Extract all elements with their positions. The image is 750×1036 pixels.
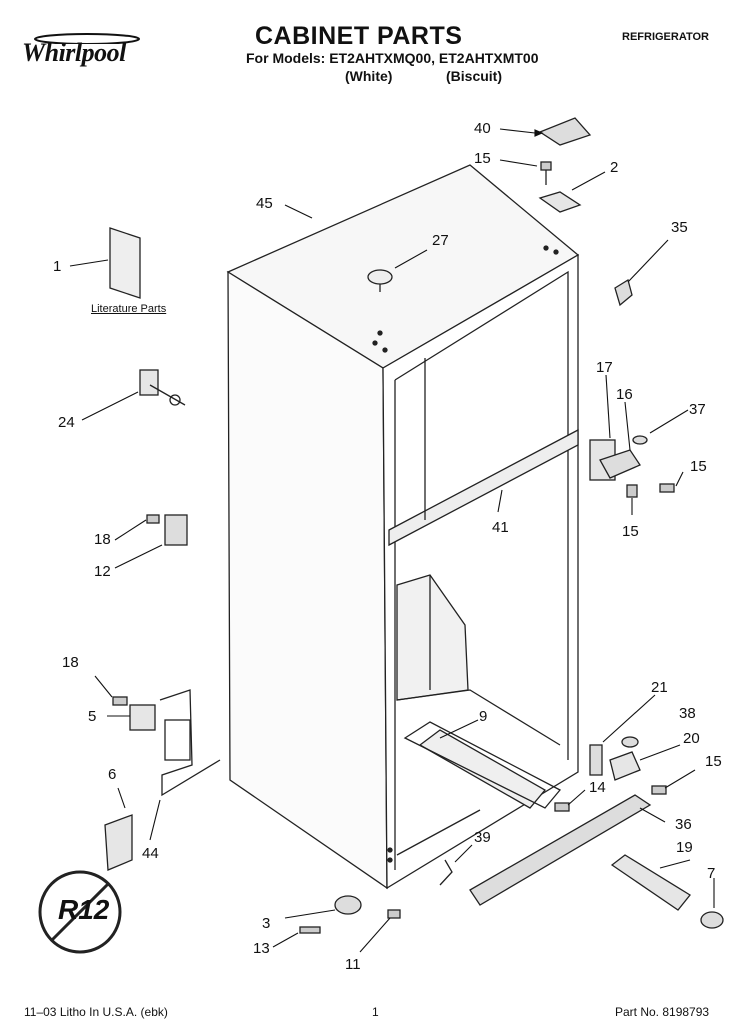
part-15-screw-lower bbox=[626, 484, 638, 498]
variant-biscuit: (Biscuit) bbox=[446, 68, 502, 84]
callout-5: 5 bbox=[88, 708, 97, 725]
callout-1: 1 bbox=[53, 258, 62, 275]
part-7-leveling-leg bbox=[700, 911, 724, 929]
callout-45: 45 bbox=[256, 195, 273, 212]
part-36-toe-grille bbox=[469, 794, 652, 906]
callout-19: 19 bbox=[676, 839, 693, 856]
callout-12: 12 bbox=[94, 563, 111, 580]
part-27-plug bbox=[367, 269, 393, 292]
part-39-clip bbox=[439, 859, 453, 886]
footer-page-number: 1 bbox=[372, 1005, 379, 1019]
brand-logo: Whirlpool bbox=[22, 38, 126, 67]
part-15-screw-bottom bbox=[651, 785, 667, 795]
r12-prohibition-badge-icon bbox=[38, 870, 122, 954]
callout-18: 18 bbox=[94, 531, 111, 548]
footer-part-number: Part No. 8198793 bbox=[615, 1005, 710, 1019]
callout-16: 16 bbox=[616, 386, 633, 403]
callout-21: 21 bbox=[651, 679, 668, 696]
callout-leaders bbox=[69, 128, 715, 953]
r12-badge-text: R12 bbox=[58, 894, 110, 925]
callout-13: 13 bbox=[253, 940, 270, 957]
callout-44: 44 bbox=[142, 845, 159, 862]
callout-14: 14 bbox=[589, 779, 606, 796]
page-title: CABINET PARTS bbox=[255, 22, 463, 50]
part-24-hinge-pin bbox=[139, 369, 186, 406]
part-3-roller-bracket bbox=[334, 895, 362, 915]
callout-9: 9 bbox=[479, 708, 488, 725]
callout-15: 15 bbox=[474, 150, 491, 167]
literature-parts-label: Literature Parts bbox=[91, 303, 167, 315]
callout-3: 3 bbox=[262, 915, 271, 932]
part-21-bracket bbox=[589, 744, 603, 776]
callout-6: 6 bbox=[108, 766, 117, 783]
callout-36: 36 bbox=[675, 816, 692, 833]
cabinet-shell bbox=[226, 164, 580, 890]
models-subtitle: For Models: ET2AHTXMQ00, ET2AHTXMT00 bbox=[246, 50, 539, 66]
callout-17: 17 bbox=[596, 359, 613, 376]
part-44-bracket bbox=[159, 689, 221, 797]
part-15-screw-top bbox=[540, 161, 552, 185]
part-2-bracket bbox=[538, 191, 582, 213]
category-label: REFRIGERATOR bbox=[622, 31, 709, 43]
part-20-hinge bbox=[609, 751, 641, 781]
callout-24: 24 bbox=[58, 414, 75, 431]
part-37-washer bbox=[632, 435, 648, 445]
part-14-screw bbox=[554, 802, 570, 812]
callout-37: 37 bbox=[689, 401, 706, 418]
part-5-hinge bbox=[129, 704, 156, 731]
callout-15: 15 bbox=[622, 523, 639, 540]
callout-7: 7 bbox=[707, 865, 716, 882]
part-13-pin bbox=[299, 926, 321, 934]
part-19-roller bbox=[610, 854, 691, 911]
callout-39: 39 bbox=[474, 829, 491, 846]
callout-2: 2 bbox=[610, 159, 619, 176]
callout-15: 15 bbox=[690, 458, 707, 475]
callout-41: 41 bbox=[492, 519, 509, 536]
footer-litho: 11–03 Litho In U.S.A. (ebk) bbox=[24, 1005, 168, 1019]
logo-swoosh-icon bbox=[34, 33, 140, 44]
variant-white: (White) bbox=[345, 68, 393, 84]
part-38-washer bbox=[621, 736, 639, 748]
callout-35: 35 bbox=[671, 219, 688, 236]
callout-27: 27 bbox=[432, 232, 449, 249]
part-1-literature bbox=[109, 227, 141, 299]
callout-38: 38 bbox=[679, 705, 696, 722]
part-9-drain-tube bbox=[403, 721, 562, 809]
callout-11: 11 bbox=[345, 956, 361, 973]
callout-18: 18 bbox=[62, 654, 79, 671]
part-18-screw-upper bbox=[146, 514, 160, 524]
callout-40: 40 bbox=[474, 120, 491, 137]
part-6-cover bbox=[104, 814, 133, 871]
part-40-cap bbox=[538, 117, 592, 146]
part-17-16-hinge bbox=[589, 439, 641, 481]
part-15-screw-right bbox=[659, 483, 675, 493]
callout-20: 20 bbox=[683, 730, 700, 747]
part-11-screw bbox=[387, 909, 401, 919]
part-12-bracket bbox=[164, 514, 188, 546]
part-35-clip bbox=[614, 278, 633, 307]
callout-15: 15 bbox=[705, 753, 722, 770]
part-18-screw-lower bbox=[112, 696, 128, 706]
